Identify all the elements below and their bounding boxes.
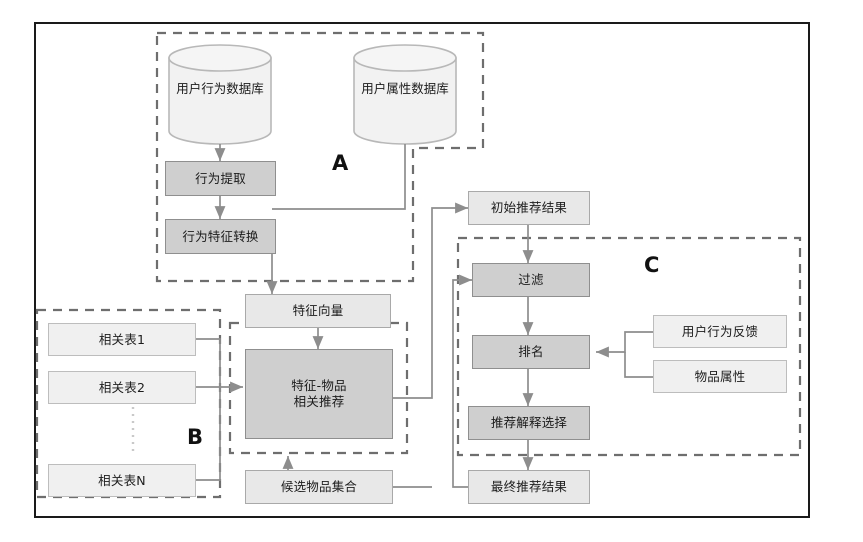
group-label-b: B [187, 425, 204, 449]
node-user-behavior-feedback[interactable]: 用户行为反馈 [653, 315, 787, 348]
node-final-rec-result[interactable]: 最终推荐结果 [468, 470, 590, 504]
db-user-behavior-label: 用户行为数据库 [176, 81, 264, 96]
node-feature-item-recommendation-line2: 相关推荐 [293, 394, 345, 409]
node-relation-table-1[interactable]: 相关表1 [48, 323, 196, 356]
node-item-attribute[interactable]: 物品属性 [653, 360, 787, 393]
node-rec-explain-select[interactable]: 推荐解释选择 [468, 406, 590, 440]
node-behavior-feature-conv[interactable]: 行为特征转换 [165, 219, 276, 254]
node-relation-table-n[interactable]: 相关表N [48, 464, 196, 497]
group-label-a: A [332, 151, 349, 175]
node-feature-item-recommendation[interactable]: 特征-物品 相关推荐 [245, 349, 393, 439]
node-relation-table-2[interactable]: 相关表2 [48, 371, 196, 404]
node-ranking[interactable]: 排名 [472, 335, 590, 369]
node-feature-vector[interactable]: 特征向量 [245, 294, 391, 328]
db-user-attribute-label: 用户属性数据库 [361, 81, 449, 96]
node-initial-rec-result[interactable]: 初始推荐结果 [468, 191, 590, 225]
node-behavior-extract[interactable]: 行为提取 [165, 161, 276, 196]
node-feature-item-recommendation-line1: 特征-物品 [291, 378, 347, 394]
group-label-c: C [644, 253, 660, 277]
node-filter[interactable]: 过滤 [472, 263, 590, 297]
node-candidate-item-set[interactable]: 候选物品集合 [245, 470, 393, 504]
